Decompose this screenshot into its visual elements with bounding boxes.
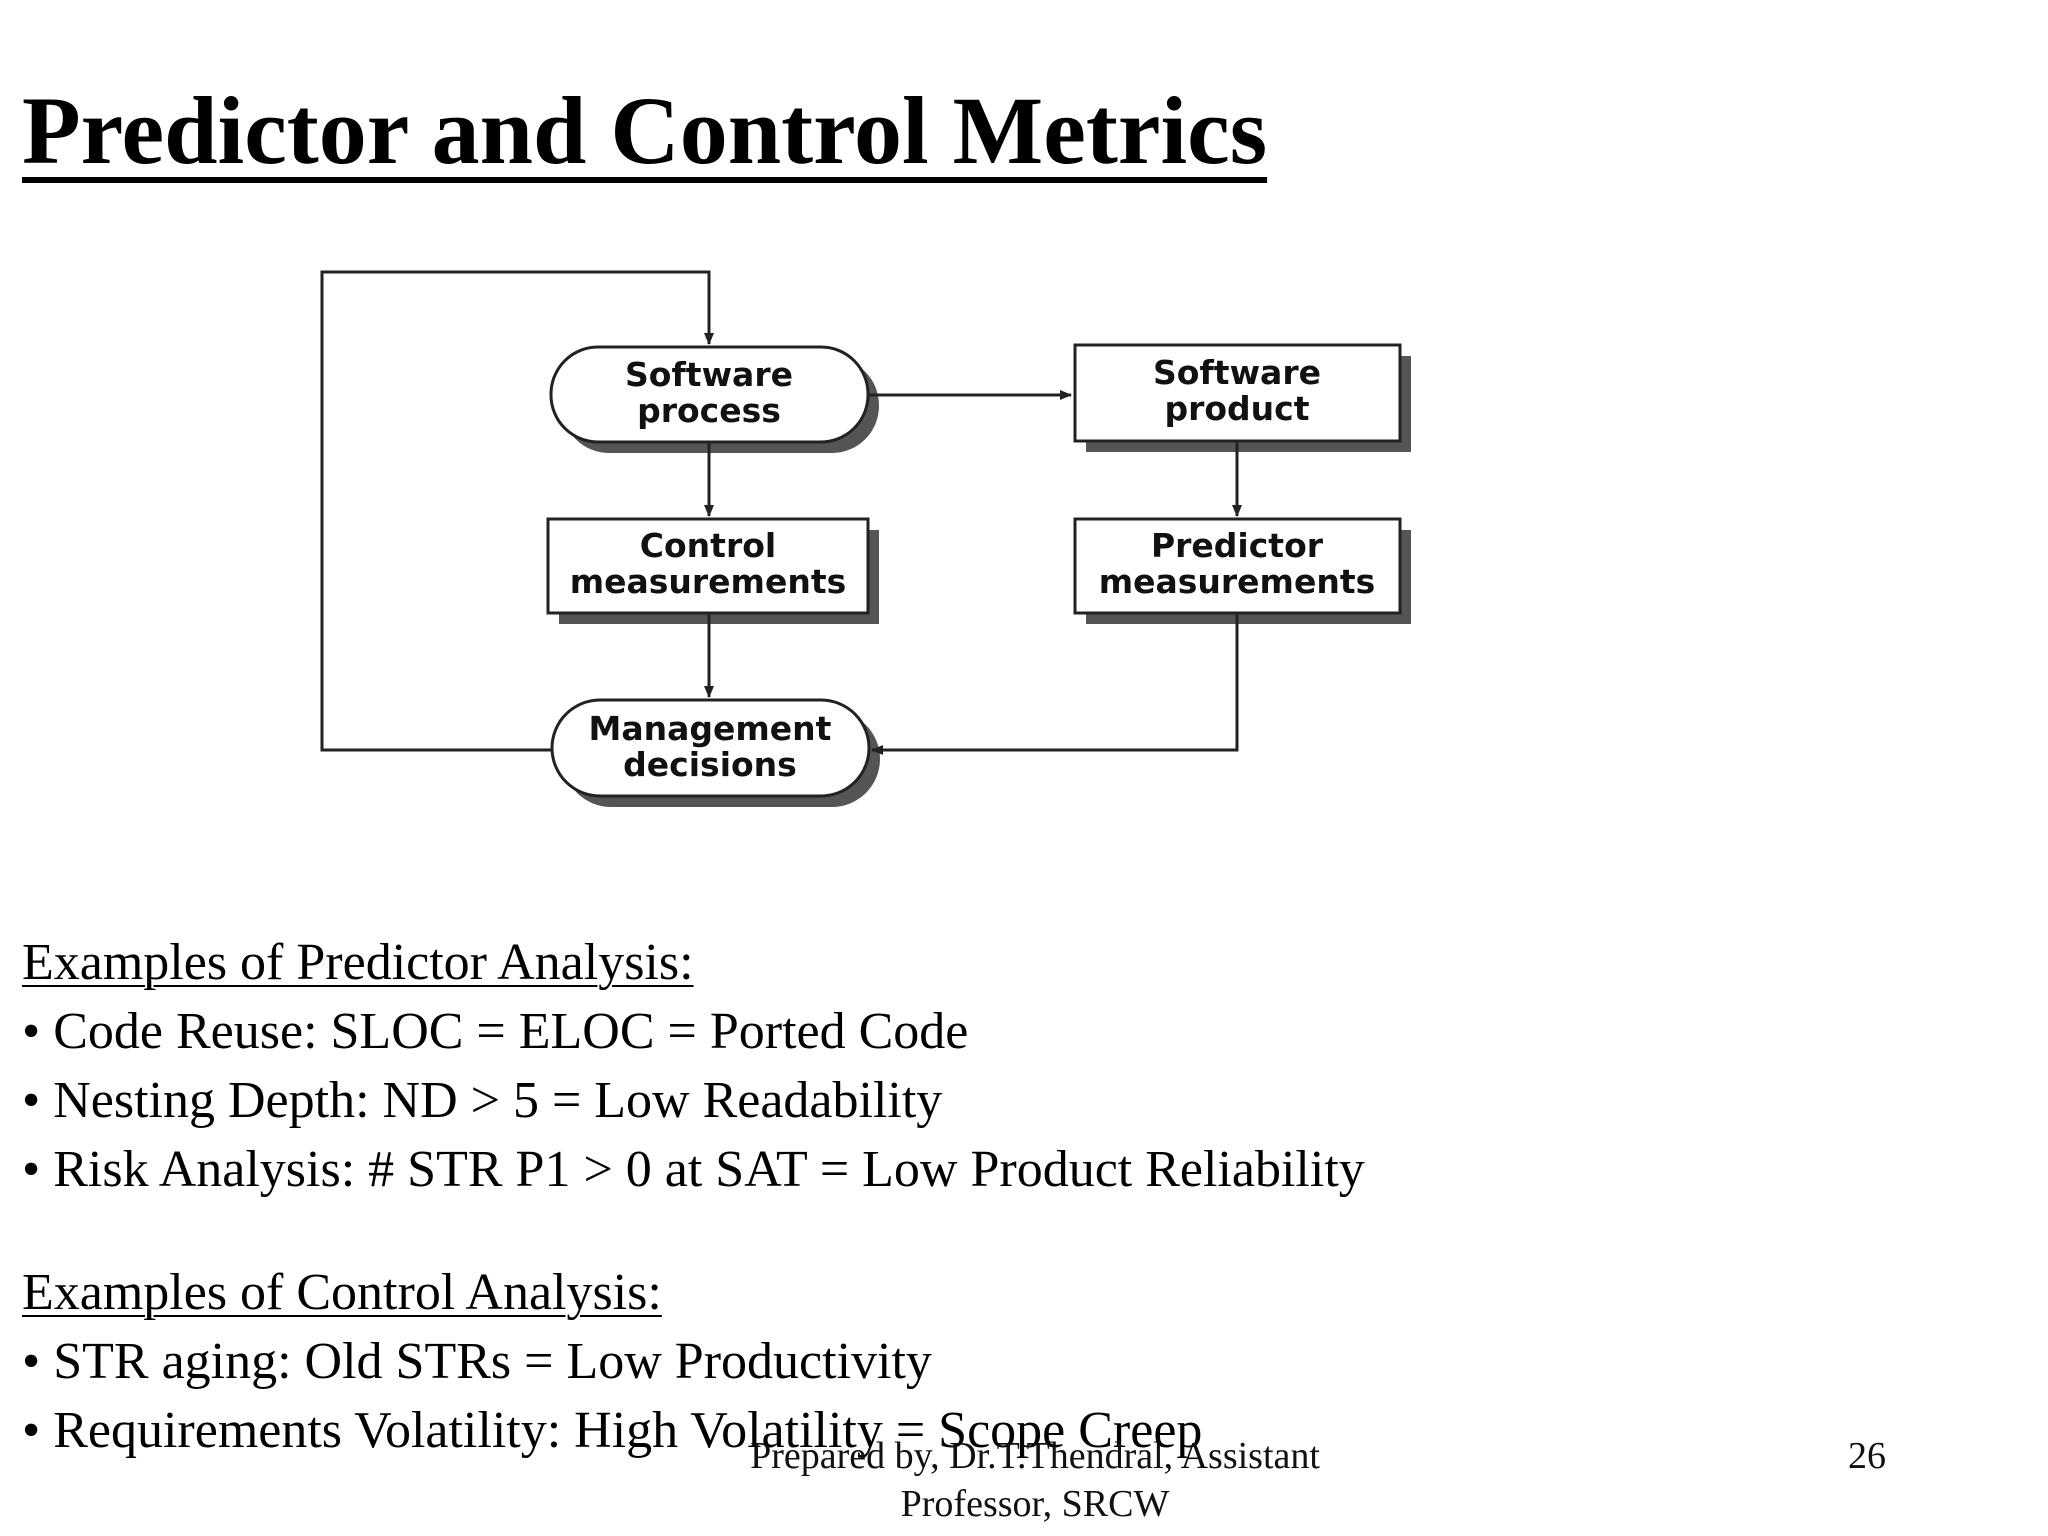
predictor-example-item: Nesting Depth: ND > 5 = Low Readability [22,1066,1365,1135]
node-border [1073,343,1402,443]
node-border [550,698,871,798]
edge-predictor-to-decisions [871,613,1239,755]
node-control-measurements: Control measurements [546,517,879,624]
flow-diagram: Software process Software product Contro… [150,250,1800,900]
node-software-product: Software product [1073,343,1411,452]
node-management-decisions: Management decisions [550,698,880,807]
node-border [546,517,870,615]
node-software-process: Software process [549,345,879,453]
control-analysis-section: Examples of Control Analysis: STR aging:… [22,1258,1202,1465]
predictor-analysis-section: Examples of Predictor Analysis: Code Reu… [22,928,1365,1204]
flow-diagram-svg: Software process Software product Contro… [320,270,1411,807]
control-analysis-heading: Examples of Control Analysis: [22,1264,662,1321]
node-border [1073,517,1402,615]
edge-decisions-feedback-to-process [320,270,714,752]
predictor-example-item: Code Reuse: SLOC = ELOC = Ported Code [22,997,1365,1066]
node-label: Control [640,526,776,565]
page-number: 26 [1848,1435,1886,1477]
slide-footer: Prepared by, Dr.T.Thendral, Assistant Pr… [700,1432,1370,1528]
predictor-example-item: Risk Analysis: # STR P1 > 0 at SAT = Low… [22,1135,1365,1204]
node-label: Management [589,709,832,748]
footer-author-line: Prepared by, Dr.T.Thendral, Assistant [750,1435,1320,1477]
node-label: product [1164,389,1309,428]
node-label: Software [1153,353,1321,392]
node-label: decisions [623,745,797,784]
footer-affiliation-line: Professor, SRCW [900,1483,1170,1525]
node-label: measurements [570,562,847,601]
control-example-item: Requirements Volatility: High Volatility… [22,1396,1202,1465]
slide-title: Predictor and Control Metrics [22,77,1268,184]
node-label: Software [625,355,793,394]
control-example-item: STR aging: Old STRs = Low Productivity [22,1327,1202,1396]
node-predictor-measurements: Predictor measurements [1073,517,1411,624]
node-label: Predictor [1151,526,1324,565]
node-label: measurements [1099,562,1376,601]
node-label: process [637,391,781,430]
predictor-analysis-heading: Examples of Predictor Analysis: [22,934,694,991]
